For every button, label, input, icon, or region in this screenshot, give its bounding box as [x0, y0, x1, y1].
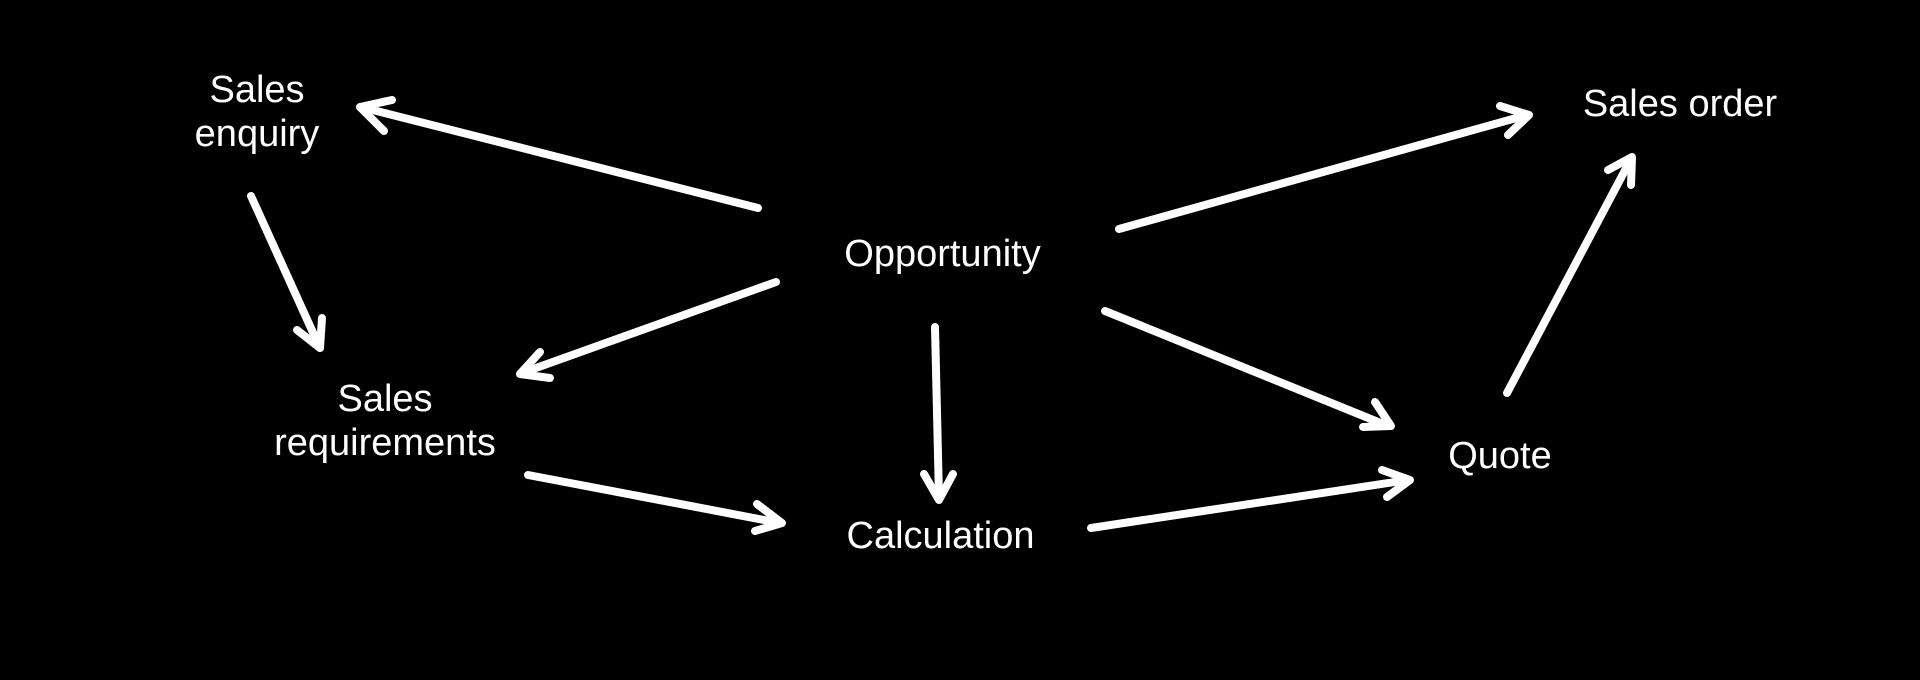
arrow-calculation-to-quote: [1087, 466, 1414, 532]
node-quote: Quote: [1448, 435, 1552, 477]
arrow-sales-requirements-to-calculation: [524, 471, 786, 535]
node-sales-requirements: Sales requirements: [274, 378, 496, 464]
arrow-sales-enquiry-to-sales-requirements: [247, 192, 326, 352]
arrow-opportunity-to-calculation: [920, 323, 957, 504]
node-sales-order: Sales order: [1582, 83, 1778, 125]
arrow-opportunity-to-sales-order: [1115, 102, 1533, 233]
arrow-opportunity-to-sales-requirements: [516, 278, 780, 382]
node-sales-enquiry: Sales enquiry: [194, 69, 320, 155]
node-opportunity: Opportunity: [844, 233, 1041, 275]
arrow-quote-to-sales-order: [1503, 153, 1636, 397]
arrow-opportunity-to-quote: [1101, 307, 1395, 431]
node-calculation: Calculation: [846, 515, 1035, 557]
arrow-opportunity-to-sales-enquiry: [356, 96, 762, 212]
